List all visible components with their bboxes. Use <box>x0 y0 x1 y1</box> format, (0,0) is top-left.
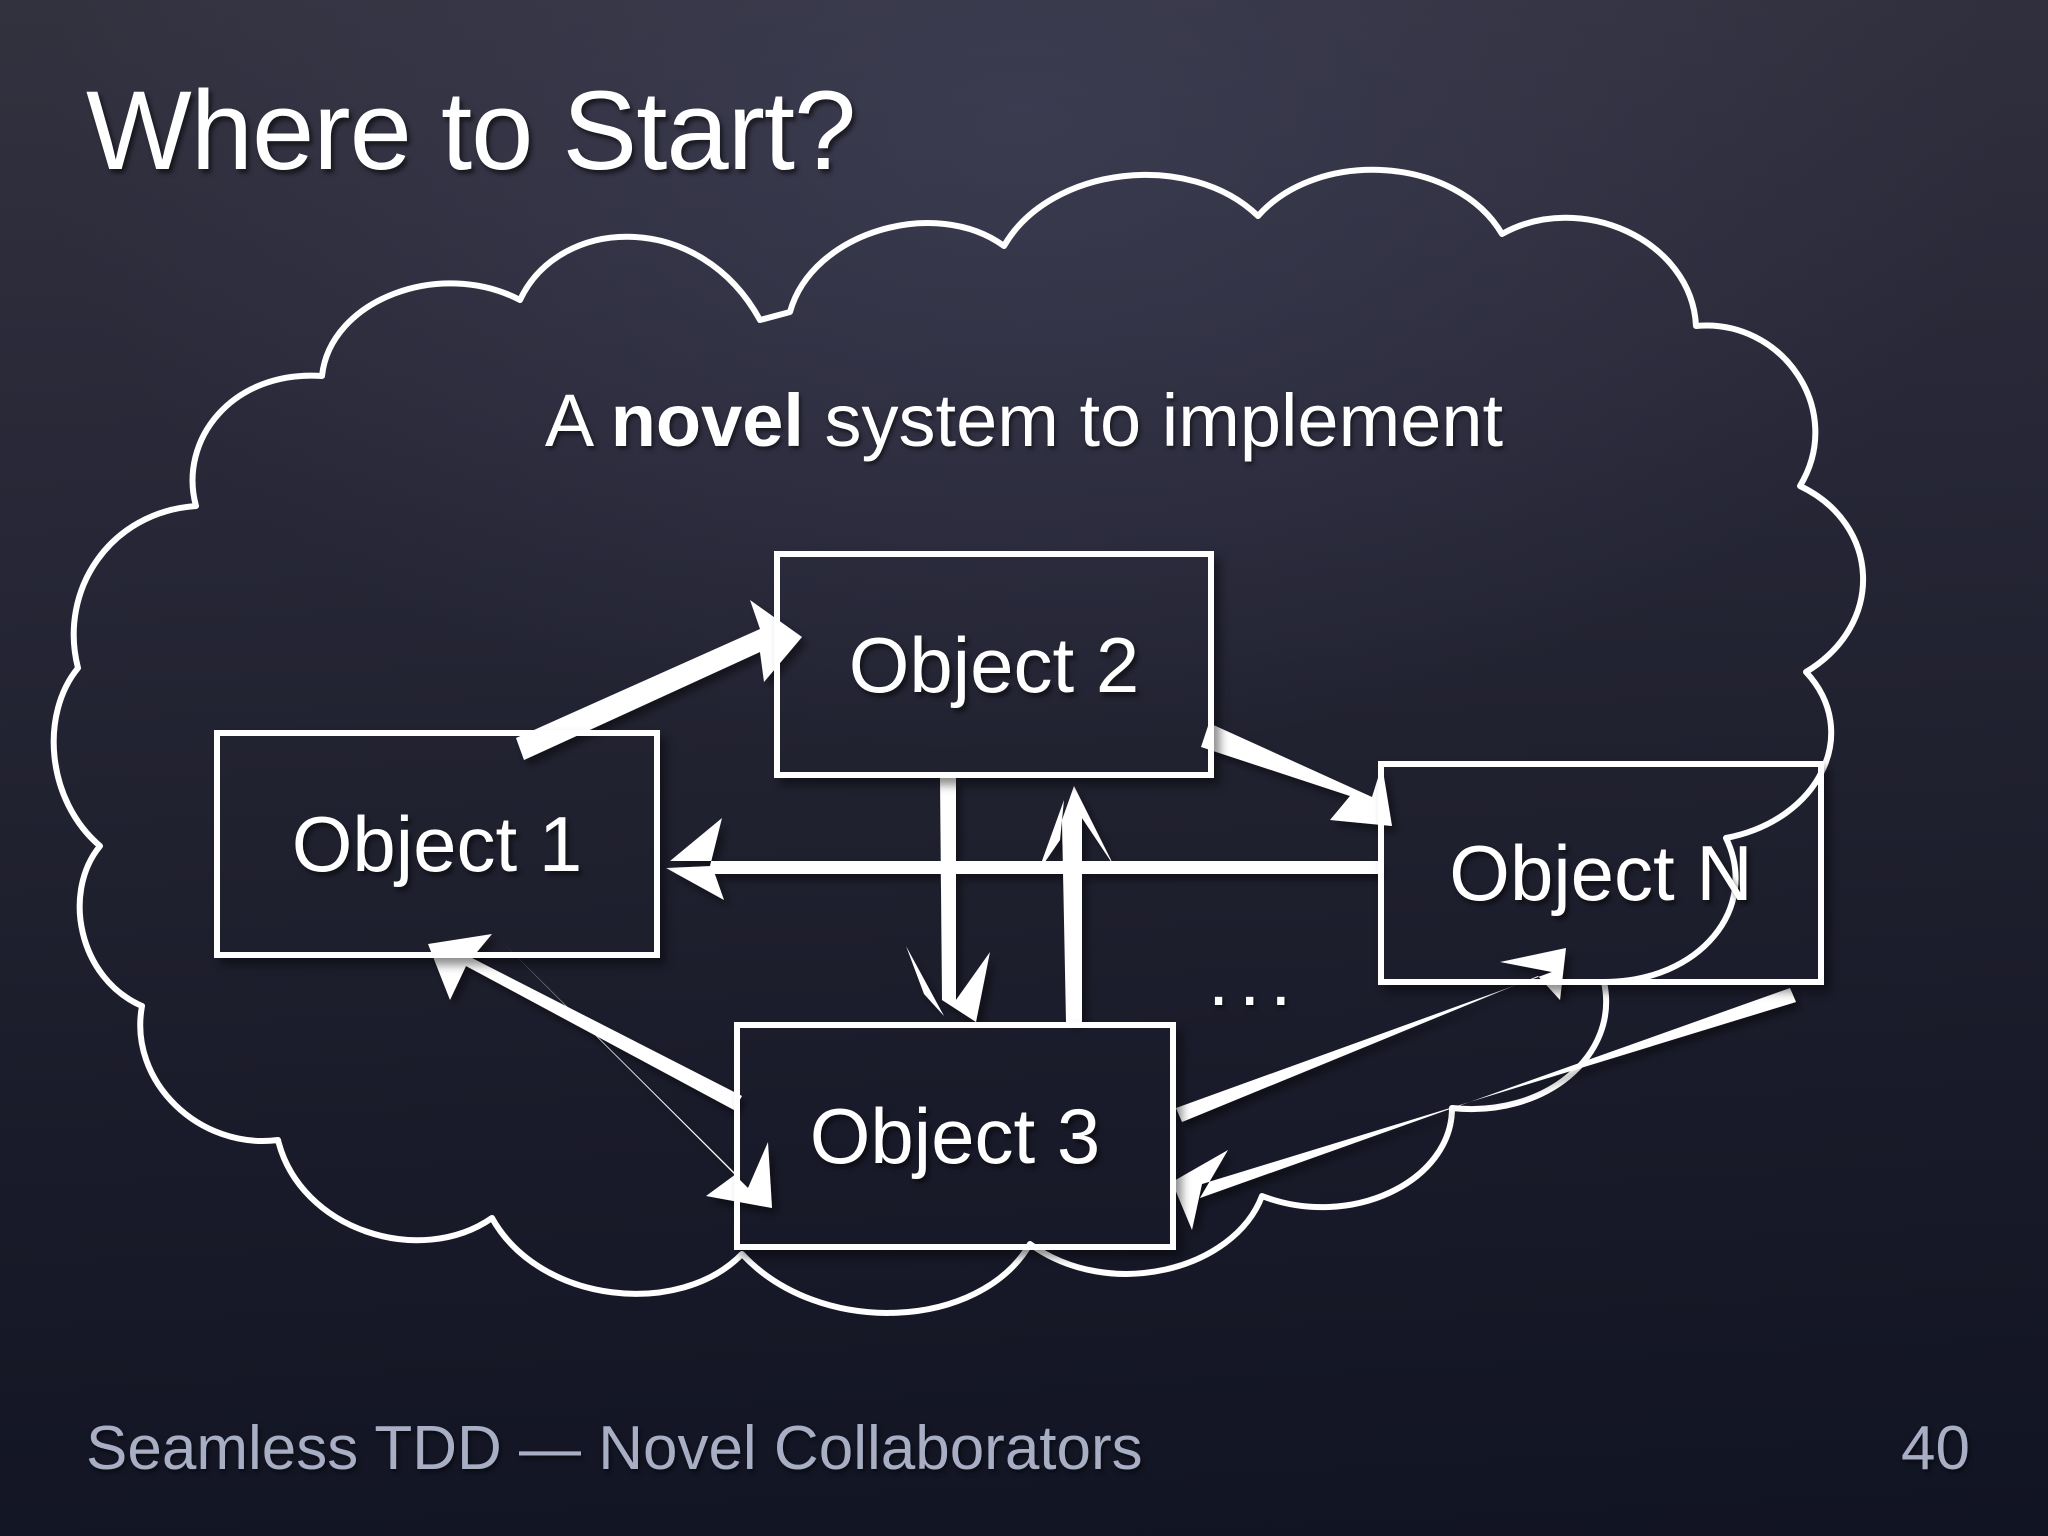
page-number: 40 <box>1901 1414 1970 1483</box>
caption-suffix: system to implement <box>804 379 1504 462</box>
arrow-obj3-to-obj2 <box>1062 786 1114 1022</box>
caption-emphasis: novel <box>610 379 804 462</box>
arrow-objn-to-obj1 <box>670 818 1378 874</box>
node-object-1[interactable]: Object 1 <box>214 730 660 958</box>
arrow-obj2-to-obj3 <box>940 778 990 1022</box>
arrow-obj2-to-obj3-barb <box>906 946 944 1016</box>
node-object-n[interactable]: Object N <box>1378 761 1824 985</box>
arrow-obj1-to-obj3 <box>504 944 772 1208</box>
node-object-2[interactable]: Object 2 <box>774 551 1214 778</box>
node-object-2-label: Object 2 <box>848 620 1140 709</box>
arrow-objn-to-obj1-barb <box>666 866 724 900</box>
page-title: Where to Start? <box>86 68 856 193</box>
arrow-objn-to-obj3 <box>1172 988 1796 1230</box>
arrow-obj3-to-obj1 <box>428 934 742 1110</box>
cloud-caption: A novel system to implement <box>0 378 2048 463</box>
arrow-obj3-to-obj2-barb <box>1038 800 1064 872</box>
footer-title: Seamless TDD — Novel Collaborators <box>86 1414 1143 1483</box>
arrow-obj2-to-objn <box>1201 723 1392 826</box>
node-object-3[interactable]: Object 3 <box>734 1022 1176 1250</box>
caption-prefix: A <box>544 379 611 462</box>
node-object-1-label: Object 1 <box>291 800 583 888</box>
node-object-3-label: Object 3 <box>809 1092 1101 1180</box>
ellipsis-indicator: ... <box>1208 937 1302 1022</box>
node-object-n-label: Object N <box>1449 829 1753 917</box>
